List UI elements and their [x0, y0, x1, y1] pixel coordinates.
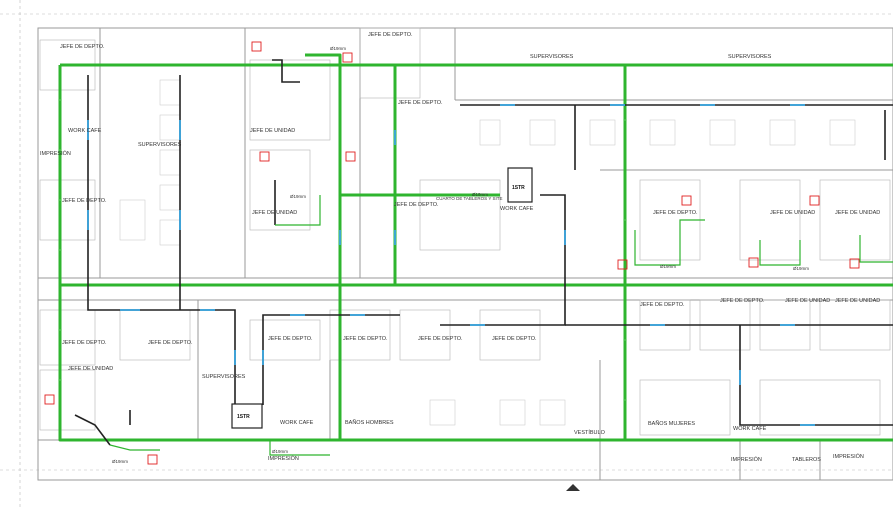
room-label: CUARTO DE TABLEROS Y SITE	[436, 196, 503, 201]
room-label: JEFE DE DEPTO.	[394, 202, 439, 208]
duct-size-label: Ø19mm	[472, 192, 488, 197]
room-label: IMPRESIÓN	[268, 455, 299, 462]
cable-tray-rungs	[58, 99, 627, 401]
room-label: JEFE DE DEPTO.	[148, 340, 193, 346]
room-label: BAÑOS HOMBRES	[345, 419, 394, 426]
red-markers	[44, 41, 860, 465]
unit-tag: 1STR	[237, 414, 250, 420]
room-label: JEFE DE UNIDAD	[770, 210, 815, 216]
cable-tray-network	[58, 53, 893, 442]
room-label: WORK CAFE	[280, 420, 314, 426]
workstation-desks	[119, 79, 856, 426]
room-label: JEFE DE DEPTO.	[62, 340, 107, 346]
room-label: JEFE DE DEPTO.	[492, 336, 537, 342]
room-label: BAÑOS MUJERES	[648, 420, 695, 427]
room-label: JEFE DE DEPTO.	[62, 198, 107, 204]
equipment-units	[231, 167, 533, 429]
room-label: JEFE DE DEPTO.	[60, 44, 105, 50]
room-label: SUPERVISORES	[530, 54, 574, 60]
room-label: IMPRESIÓN	[40, 150, 71, 157]
room-labels: JEFE DE DEPTO. JEFE DE DEPTO. SUPERVISOR…	[40, 32, 880, 463]
room-label: JEFE DE DEPTO.	[368, 32, 413, 38]
room-label: IMPRESIÓN	[833, 453, 864, 460]
room-label: SUPERVISORES	[202, 374, 246, 380]
room-label: JEFE DE UNIDAD	[835, 210, 880, 216]
room-label: SUPERVISORES	[728, 54, 772, 60]
room-label: WORK CAFE	[68, 128, 102, 134]
room-label: VESTÍBULO	[574, 429, 606, 436]
duct-segments	[87, 104, 815, 426]
duct-size-label: Ø19mm	[330, 46, 346, 51]
branch-connections	[109, 195, 893, 456]
room-label: JEFE DE DEPTO.	[640, 302, 685, 308]
room-label: TABLEROS	[792, 457, 821, 463]
building-walls	[37, 27, 893, 481]
room-label: JEFE DE UNIDAD	[835, 298, 880, 304]
office-partitions	[39, 27, 891, 436]
duct-size-label: Ø19mm	[660, 264, 676, 269]
room-label: JEFE DE DEPTO.	[398, 100, 443, 106]
room-label: JEFE DE DEPTO.	[418, 336, 463, 342]
duct-size-label: Ø19mm	[272, 449, 288, 454]
duct-size-label: Ø19mm	[290, 194, 306, 199]
room-label: JEFE DE UNIDAD	[68, 366, 113, 372]
hvac-unit-box	[231, 403, 263, 429]
room-label: JEFE DE UNIDAD	[250, 128, 295, 134]
room-label: WORK CAFE	[733, 426, 767, 432]
room-label: JEFE DE DEPTO.	[720, 298, 765, 304]
north-arrow-icon	[566, 484, 580, 491]
hvac-unit-box	[507, 167, 533, 203]
room-label: JEFE DE DEPTO.	[343, 336, 388, 342]
room-label: IMPRESIÓN	[731, 456, 762, 463]
unit-tag: 1STR	[512, 185, 525, 191]
room-label: JEFE DE DEPTO.	[268, 336, 313, 342]
equipment-labels: 1STR 1STR Ø19mm Ø19mm Ø19mm Ø19mm Ø19mm …	[112, 46, 809, 464]
room-label: JEFE DE UNIDAD	[785, 298, 830, 304]
room-label: WORK CAFE	[500, 206, 534, 212]
room-label: JEFE DE DEPTO.	[653, 210, 698, 216]
duct-size-label: Ø19mm	[112, 459, 128, 464]
duct-size-label: Ø19mm	[793, 266, 809, 271]
room-label: SUPERVISORES	[138, 142, 182, 148]
room-label: JEFE DE UNIDAD	[252, 210, 297, 216]
